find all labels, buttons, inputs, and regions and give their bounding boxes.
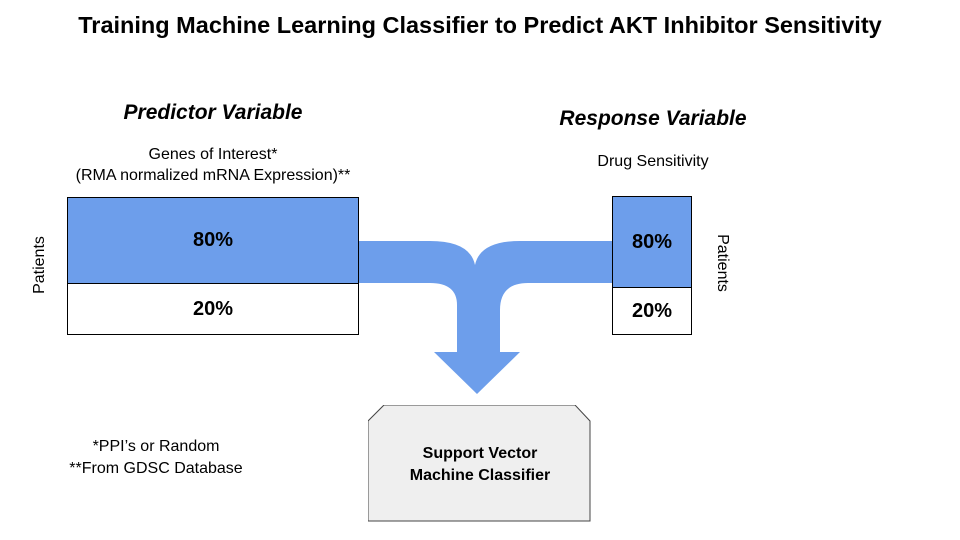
response-test-percent: 20% bbox=[631, 299, 673, 322]
predictor-subtitle-line1: Genes of Interest* bbox=[148, 146, 278, 163]
classifier-label-line1: Support Vector bbox=[422, 445, 538, 462]
predictor-subtitle-line2: (RMA normalized mRNA Expression)** bbox=[75, 167, 351, 184]
response-subtitle: Drug Sensitivity bbox=[597, 153, 709, 170]
response-heading: Response Variable bbox=[559, 107, 747, 130]
footnote-line1: *PPI’s or Random bbox=[92, 438, 220, 455]
merge-arrow-shape bbox=[358, 241, 612, 394]
classifier-box bbox=[368, 405, 591, 522]
response-test-box: 20% bbox=[612, 287, 692, 335]
page-title: Training Machine Learning Classifier to … bbox=[78, 12, 882, 38]
classifier-label-line2: Machine Classifier bbox=[409, 467, 551, 484]
predictor-test-box: 20% bbox=[67, 283, 359, 335]
response-train-percent: 80% bbox=[631, 230, 673, 253]
response-patients-label: Patients bbox=[714, 234, 731, 292]
predictor-patients-label: Patients bbox=[31, 236, 48, 294]
predictor-test-percent: 20% bbox=[192, 297, 234, 320]
footnote-line2: **From GDSC Database bbox=[69, 460, 243, 477]
predictor-train-percent: 80% bbox=[192, 229, 234, 251]
predictor-train-box: 80% bbox=[67, 197, 359, 284]
predictor-heading: Predictor Variable bbox=[123, 101, 303, 124]
response-train-box: 80% bbox=[612, 196, 692, 288]
